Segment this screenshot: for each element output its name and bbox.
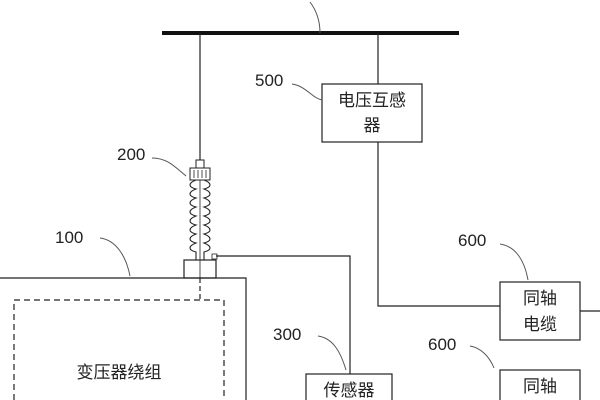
coax1-label-line2: 电缆 <box>523 315 557 335</box>
coax-ref-number-2: 600 <box>428 335 456 354</box>
coax-cable-box-1 <box>499 281 581 341</box>
coax-ref-leader-2 <box>469 345 495 369</box>
coax2-label-line1: 同轴 <box>523 377 557 397</box>
vt-to-coax-wire <box>377 142 500 307</box>
transformer-ref-leader <box>99 237 131 277</box>
transformer-tank <box>0 277 247 400</box>
sensor-box <box>305 373 393 400</box>
sensor-ref-leader <box>317 335 347 371</box>
coax-cable-box-2 <box>499 369 581 400</box>
transformer-ref-number: 100 <box>55 228 83 247</box>
vt-ref-leader <box>291 83 323 101</box>
bushing <box>183 159 218 279</box>
bushing-ref-number: 200 <box>117 145 145 164</box>
vt-label-line2: 器 <box>364 116 381 136</box>
bushing-ref-leader <box>151 157 187 177</box>
vt-ref-number: 500 <box>255 71 283 90</box>
sensor-ref-number: 300 <box>273 325 301 344</box>
sensor-label: 传感器 <box>324 381 375 400</box>
winding-dashed-box <box>13 299 225 400</box>
coax-ref-number-1: 600 <box>458 231 486 250</box>
voltage-transformer-box <box>321 83 423 143</box>
vt-label-line1: 电压互感 <box>338 91 406 111</box>
coax1-label-line1: 同轴 <box>523 289 557 309</box>
winding-label: 变压器绕组 <box>77 363 162 383</box>
coax-ref-leader-1 <box>499 243 529 281</box>
sensor-signal-wire <box>216 255 351 374</box>
busbar-leader <box>309 1 321 34</box>
